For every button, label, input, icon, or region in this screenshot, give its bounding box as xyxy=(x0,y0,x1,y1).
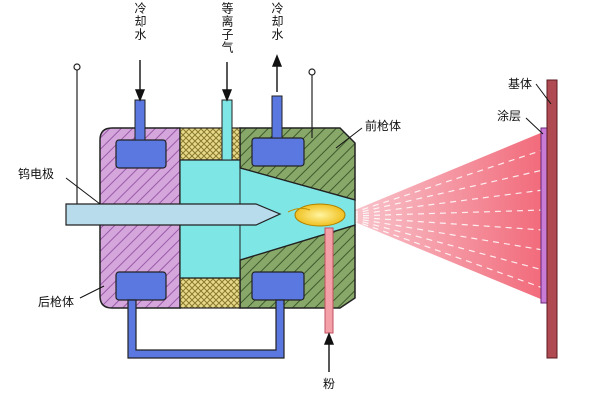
spray-dashes xyxy=(351,149,544,289)
cooling-channel-front-bottom xyxy=(251,271,305,301)
cooling-channel-front-top xyxy=(251,137,305,167)
label-cooling-water-left: 冷却水 xyxy=(133,2,147,41)
arc-flame xyxy=(294,203,346,227)
flow-arrows xyxy=(134,54,335,372)
label-powder: 粉 xyxy=(323,377,336,391)
powder-feed-tube xyxy=(324,227,334,334)
label-coating: 涂层 xyxy=(497,109,522,123)
label-tungsten-electrode: 钨电极 xyxy=(18,167,55,181)
coating-layer xyxy=(540,127,548,304)
cooling-channel-rear-bottom xyxy=(115,271,167,301)
label-substrate: 基体 xyxy=(508,77,533,91)
insulator-bottom xyxy=(179,277,241,309)
label-plasma-gas: 等离子气 xyxy=(220,2,234,54)
plasma-gas-tube xyxy=(221,99,233,161)
label-rear-gun-body: 后枪体 xyxy=(38,295,75,309)
leader-lines xyxy=(65,83,552,299)
cooling-connecting-pipe xyxy=(127,299,285,359)
label-cooling-water-right: 冷却水 xyxy=(270,2,284,41)
cooling-channel-rear-top xyxy=(115,139,167,169)
substrate-plate xyxy=(546,79,558,359)
tungsten-electrode xyxy=(65,203,282,226)
cooling-pipe-left xyxy=(134,99,146,141)
spray-cone xyxy=(350,132,543,300)
cooling-pipe-right xyxy=(271,95,283,139)
label-front-gun-body: 前枪体 xyxy=(365,119,402,133)
